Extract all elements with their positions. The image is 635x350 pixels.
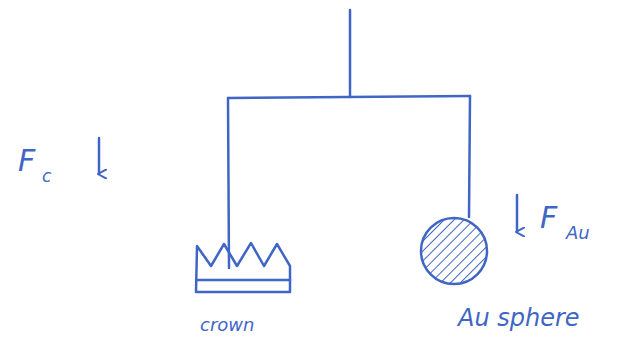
crown-band	[196, 279, 290, 282]
right-string	[469, 96, 470, 217]
force-subscript: c	[42, 168, 51, 185]
force-arrow	[98, 138, 101, 174]
force-arrow	[516, 195, 519, 232]
left-string	[228, 98, 229, 268]
force-symbol: F	[18, 146, 35, 176]
force-subscript: Au	[566, 224, 590, 242]
balance-beam	[228, 96, 470, 98]
part-label: Au sphere	[458, 306, 580, 330]
part-label: crown	[200, 316, 254, 334]
hanger-line	[349, 10, 352, 97]
crown-shape	[196, 243, 290, 292]
gold-sphere	[421, 218, 487, 284]
force-symbol: F	[540, 203, 557, 233]
